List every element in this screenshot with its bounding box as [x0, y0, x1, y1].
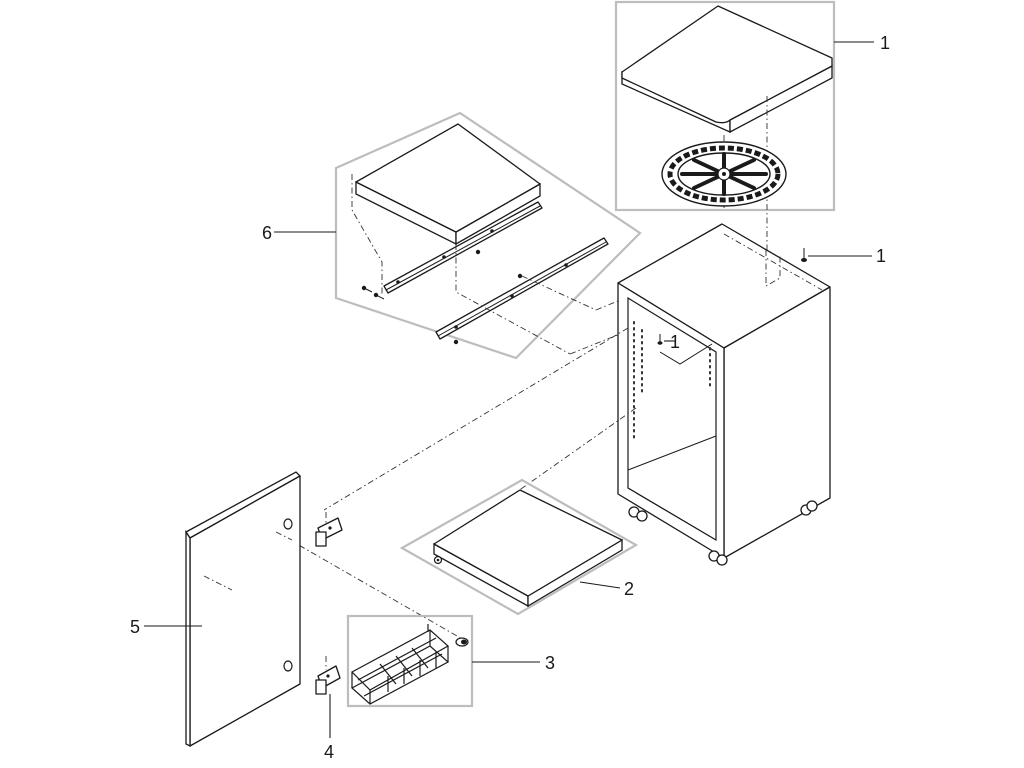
callout-3: 3 — [545, 653, 555, 673]
part-swivel-plate — [661, 141, 787, 207]
frame-bottom-shelf — [399, 478, 639, 616]
frame-shelf-runners — [334, 111, 642, 360]
part-table-top — [621, 5, 833, 134]
callout-1-small: 1 — [670, 332, 680, 352]
callout-4: 4 — [324, 742, 334, 762]
callout-1-top: 1 — [880, 33, 890, 53]
group-top-swivel: 1 — [614, 0, 890, 250]
part-casters — [628, 500, 818, 566]
part-door: 5 — [130, 471, 302, 748]
leader-2 — [579, 581, 621, 589]
callout-2: 2 — [624, 579, 634, 599]
part-cabinet — [617, 223, 831, 566]
group-bottom-shelf: 2 — [399, 478, 639, 616]
group-shelf-runners: 6 — [262, 111, 642, 360]
part-shelf-pin — [433, 555, 443, 565]
part-basket-knob — [455, 637, 469, 647]
part-top-screw: 1 — [801, 246, 886, 266]
part-bottom-shelf — [433, 489, 623, 608]
frame-wire-basket — [346, 614, 474, 708]
part-runner-screws — [361, 249, 523, 345]
callout-1-screw: 1 — [876, 246, 886, 266]
callout-6: 6 — [262, 223, 272, 243]
part-runner-screw-small: 1 — [657, 332, 680, 352]
group-wire-basket: 3 — [346, 614, 555, 708]
part-runner-right — [435, 237, 609, 340]
part-runner-left — [383, 201, 543, 294]
part-hinge-upper — [315, 512, 343, 547]
part-wire-basket — [350, 624, 450, 705]
frame-top-swivel — [614, 0, 836, 212]
callout-5: 5 — [130, 617, 140, 637]
part-hinge-lower: 4 — [315, 656, 341, 762]
part-shelf-board — [355, 123, 541, 246]
